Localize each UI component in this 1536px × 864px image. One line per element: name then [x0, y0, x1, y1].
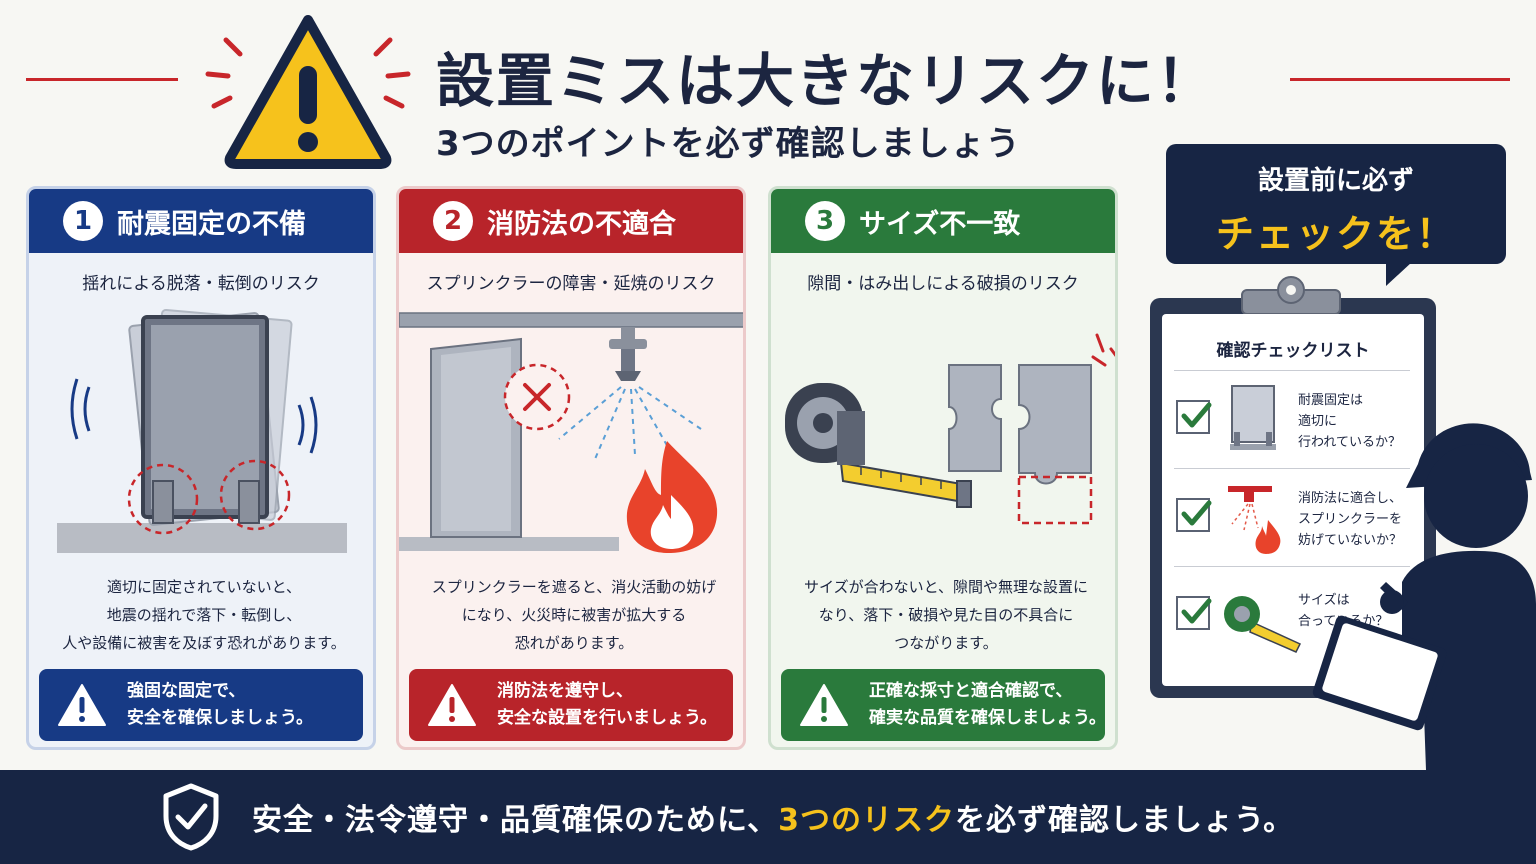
warning-icon [428, 684, 476, 726]
desc-line: 恐れがあります。 [514, 634, 634, 652]
note-line: 消防法を遵守し、 [497, 681, 633, 701]
desc-line: つながります。 [894, 634, 998, 652]
checklist-line: スプリンクラーを [1298, 512, 1403, 527]
card-number: 2 [433, 201, 473, 241]
desc-line: 地震の揺れで落下・転倒し、 [106, 606, 302, 624]
page-title: 設置ミスは大きなリスクに！ [436, 47, 1217, 115]
checklist-line: 行われているか？ [1298, 435, 1401, 450]
divider [1174, 468, 1410, 469]
warning-icon [58, 684, 106, 726]
card-number: 3 [805, 201, 845, 241]
bubble-highlight: チェックを！ [1215, 212, 1456, 256]
checklist-item-text: 消防法に適合し、 スプリンクラーを 妨げていないか？ [1298, 488, 1402, 551]
note-line: 強固な固定で、 [127, 681, 246, 701]
desc-line: なり、落下・破損や見た目の不具合に [818, 606, 1074, 624]
footer-text-prefix: 安全・法令遵守・品質確保のために、 [252, 803, 779, 838]
checklist-item-text: 耐震固定は 適切に 行われているか？ [1298, 390, 1401, 453]
footer-text-suffix: を必ず確認しましょう。 [954, 803, 1295, 838]
card-subtitle: 隙間・はみ出しによる破損のリスク [807, 274, 1079, 294]
risk-card-size: 3 サイズ不一致 隙間・はみ出しによる破損のリスク サイズが合わないと、隙間や無… [768, 186, 1118, 750]
desc-line: 適切に固定されていないと、 [107, 578, 301, 596]
note-line: 安全な設置を行いましょう。 [497, 708, 717, 728]
sprinkler-fire-icon [1228, 486, 1281, 554]
checklist-checkbox [1176, 400, 1210, 434]
card-note: 強固な固定で、 安全を確保しましょう。 [39, 669, 363, 741]
checklist-title: 確認チェックリスト [1216, 341, 1370, 361]
card-description: 適切に固定されていないと、 地震の揺れで落下・転倒し、 人や設備に被害を及ぼす恐… [29, 573, 373, 657]
card-note: 正確な採寸と適合確認で、 確実な品質を確保しましょう。 [781, 669, 1106, 741]
checklist-line: サイズは [1298, 593, 1350, 608]
header-rule-right [1290, 78, 1510, 81]
desc-line: になり、火災時に被害が拡大する [461, 606, 687, 624]
card-subtitle: 揺れによる脱落・転倒のリスク [82, 274, 320, 294]
footer-text-highlight: 3つのリスク [778, 803, 955, 838]
desc-line: サイズが合わないと、隙間や無理な設置に [804, 578, 1088, 596]
card-title: 耐震固定の不備 [117, 208, 306, 240]
checklist-line: 適切に [1298, 414, 1338, 429]
tape-measure-puzzle-illustration [785, 333, 1115, 525]
footer-message: 安全・法令遵守・品質確保のために、3つのリスクを必ず確認しましょう。 [252, 795, 1294, 839]
divider [1174, 370, 1410, 371]
card-header: 3 サイズ不一致 [771, 189, 1115, 253]
footer-banner: 安全・法令遵守・品質確保のために、3つのリスクを必ず確認しましょう。 [0, 770, 1536, 864]
checkmark-icon [1181, 500, 1212, 526]
tape-measure-icon [1224, 596, 1302, 653]
note-line: 正確な採寸と適合確認で、 [869, 681, 1073, 701]
risk-card-seismic: 1 耐震固定の不備 揺れによる脱落・転倒のリスク 適切に固定されていないと、 地… [26, 186, 376, 750]
card-header: 2 消防法の不適合 [399, 189, 743, 253]
checklist-line: 妨げていないか？ [1298, 533, 1403, 548]
cabinet-icon [1230, 385, 1276, 450]
warning-icon [800, 684, 848, 726]
speech-bubble-tail [1386, 262, 1412, 286]
note-line: 確実な品質を確保しましょう。 [869, 708, 1106, 728]
note-line: 安全を確保しましょう。 [127, 708, 313, 728]
desc-line: スプリンクラーを遮ると、消火活動の妨げ [431, 578, 717, 596]
card-number: 1 [63, 201, 103, 241]
risk-card-fire-law: 2 消防法の不適合 スプリンクラーの障害・延焼のリスク スプリンクラーを遮ると、… [396, 186, 746, 750]
sprinkler-blocked-illustration [399, 312, 743, 553]
card-subtitle: スプリンクラーの障害・延焼のリスク [426, 274, 716, 294]
checklist-line: 耐震固定は [1298, 393, 1364, 408]
checklist-checkbox [1176, 596, 1210, 630]
clipboard-clip-icon [1241, 276, 1341, 315]
header-rule-left [26, 78, 178, 81]
warning-icon [205, 15, 411, 169]
worker-silhouette-icon [1312, 423, 1536, 770]
checklist-checkbox [1176, 498, 1210, 532]
card-description: サイズが合わないと、隙間や無理な設置に なり、落下・破損や見た目の不具合に つな… [771, 573, 1115, 657]
bubble-line: 設置前に必ず [1257, 166, 1414, 196]
card-description: スプリンクラーを遮ると、消火活動の妨げ になり、火災時に被害が拡大する 恐れがあ… [399, 573, 743, 657]
divider [1174, 566, 1410, 567]
desc-line: 人や設備に被害を及ぼす恐れがあります。 [62, 634, 346, 652]
shield-check-icon [163, 783, 219, 851]
card-note: 消防法を遵守し、 安全な設置を行いましょう。 [409, 669, 733, 741]
checklist-line: 消防法に適合し、 [1298, 491, 1403, 506]
shaking-cabinet-illustration [57, 308, 347, 553]
checkmark-icon [1181, 402, 1212, 428]
card-header: 1 耐震固定の不備 [29, 189, 373, 253]
card-title: 消防法の不適合 [487, 208, 676, 240]
speech-bubble: 設置前に必ず チェックを！ [1166, 144, 1506, 264]
card-title: サイズ不一致 [859, 208, 1021, 240]
checkmark-icon [1181, 598, 1212, 624]
page-subtitle: 3つのポイントを必ず確認しましょう [436, 124, 1021, 164]
